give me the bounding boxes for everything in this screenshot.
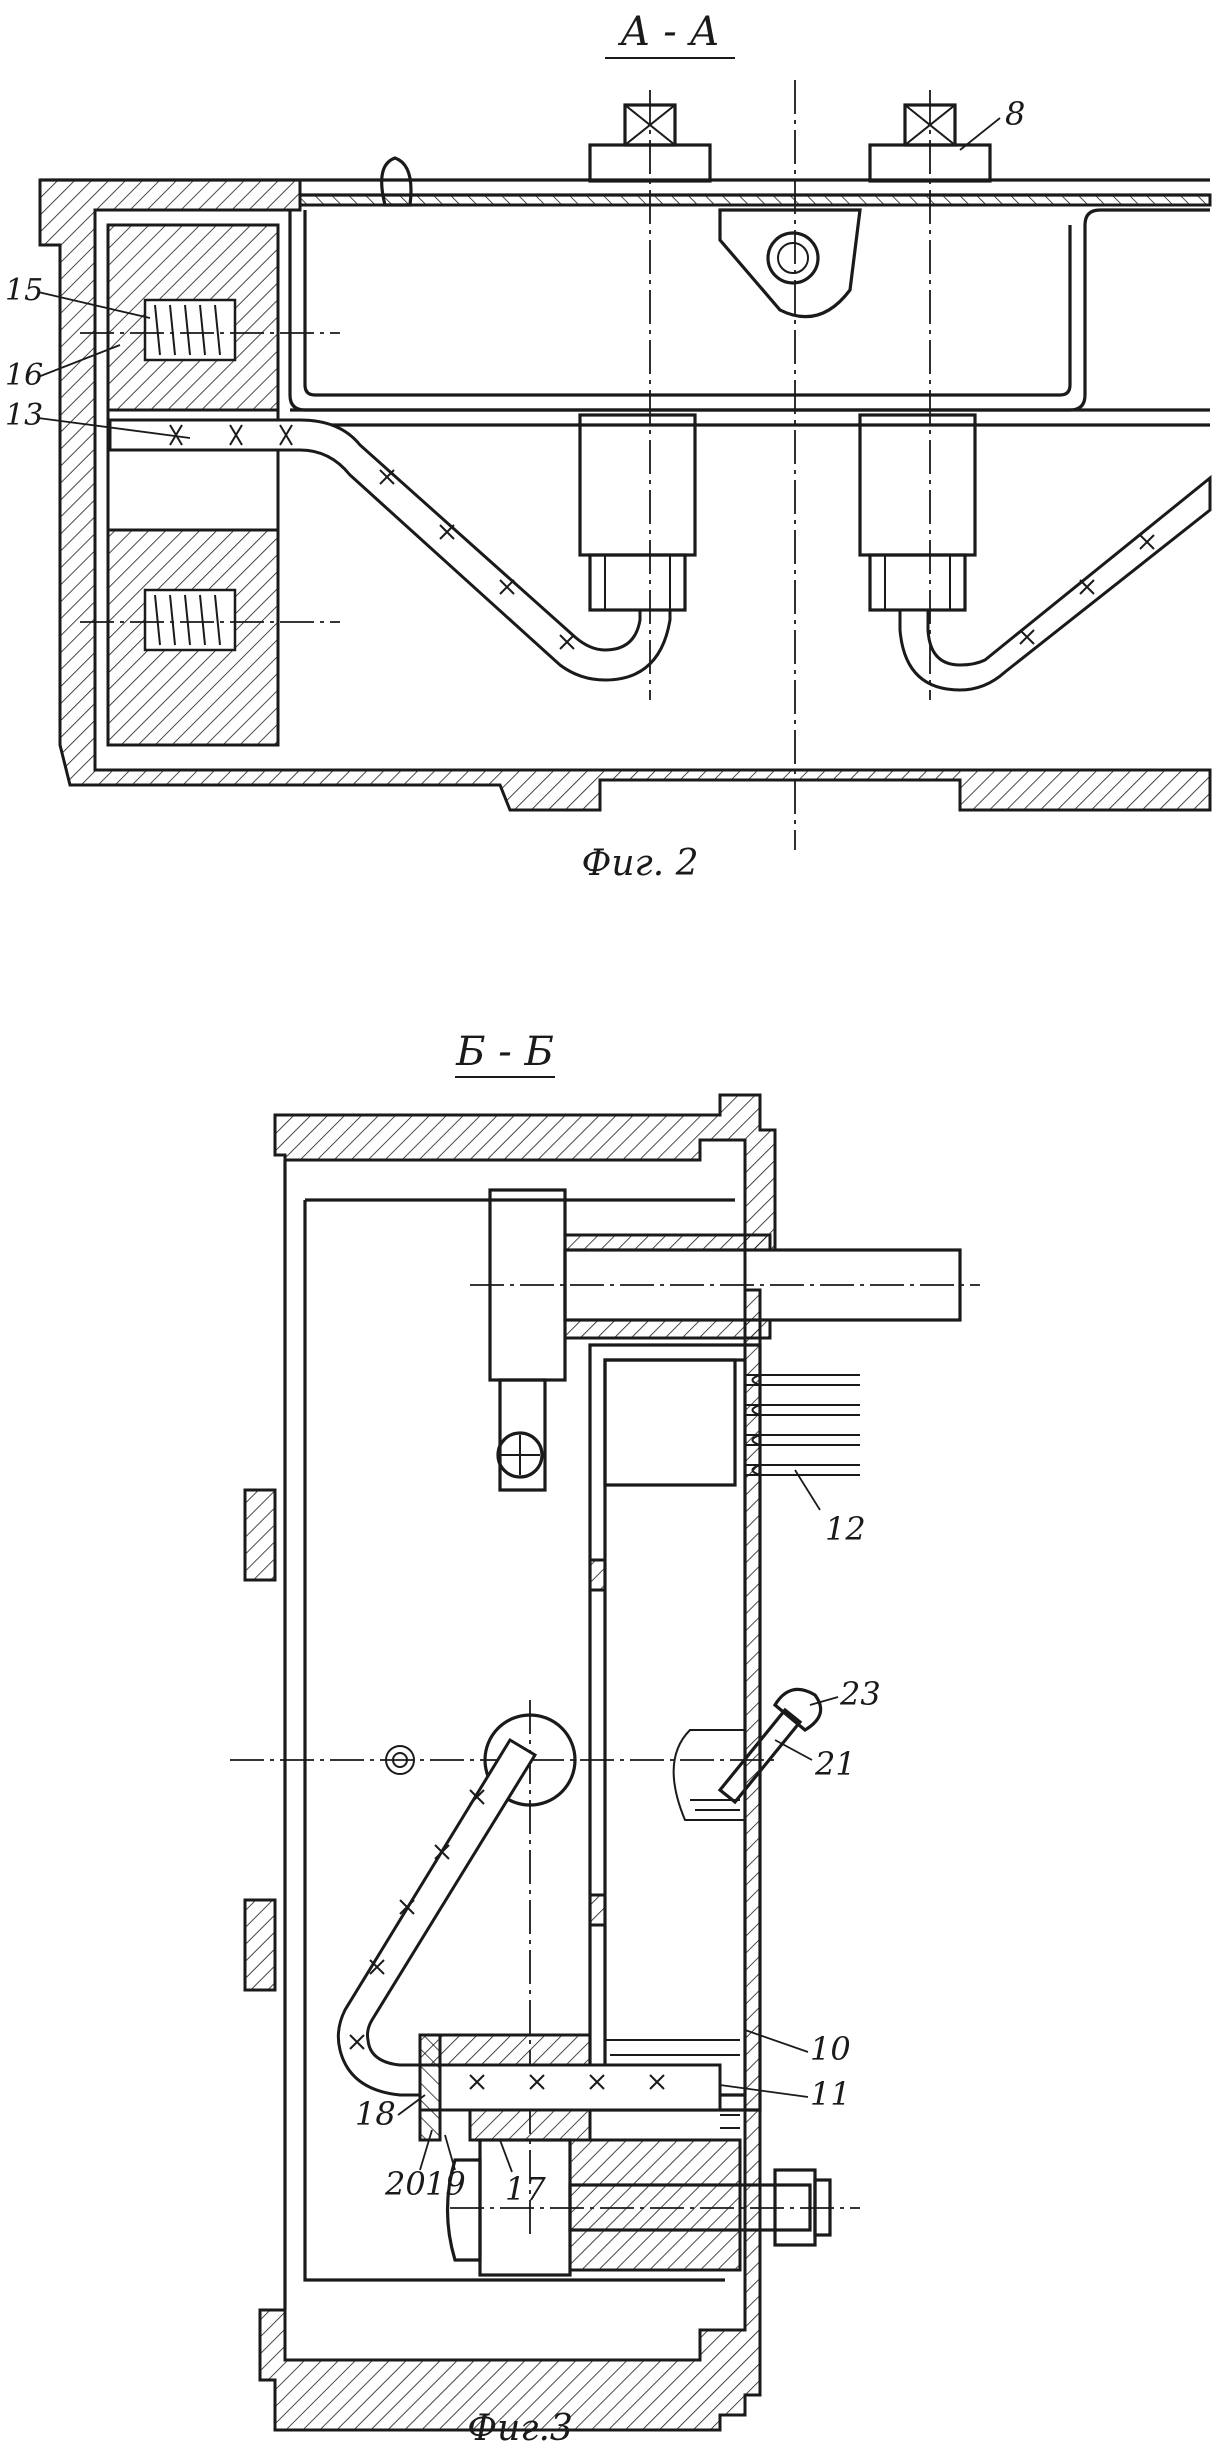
lower-clamp-cap — [445, 2158, 482, 2262]
tank-upper-chamber — [603, 1358, 737, 1487]
figure-3-caption: Фиг.3 — [467, 2408, 573, 2449]
section-label-b-b: Б - Б — [455, 1029, 554, 1075]
cooling-fins-12 — [745, 1374, 860, 1476]
callout-18: 18 — [355, 2095, 396, 2133]
left-boss-upper — [243, 1488, 277, 1582]
callout-20: 20 — [384, 2165, 426, 2203]
union-body-left — [578, 413, 697, 557]
callout-23: 23 — [839, 1675, 881, 1713]
bushing-17-lower — [468, 2108, 592, 2142]
callout-16: 16 — [5, 358, 43, 393]
screw-21 — [717, 1707, 803, 1805]
section-label-a-a: А - А — [617, 9, 720, 55]
shaft-sleeve-lower — [563, 1318, 772, 1340]
seal-18 — [418, 2033, 442, 2142]
callout-15: 15 — [5, 273, 43, 308]
bent-pipe-cross-marks — [349, 1789, 485, 2050]
bushing-17-upper — [418, 2033, 592, 2067]
screw-head-23 — [772, 1687, 823, 1732]
liquid-lines-10 — [605, 2039, 740, 2129]
callout-8: 8 — [1005, 95, 1025, 133]
figure-2: А - А — [5, 9, 1212, 884]
callout-10: 10 — [810, 2030, 851, 2068]
shaft-sleeve-upper — [563, 1233, 772, 1252]
lower-bracket — [568, 2138, 742, 2272]
inner-tray-inner-line — [303, 210, 1072, 397]
pivot-circle-inner — [777, 242, 809, 274]
pipe-13-cross-marks — [169, 424, 575, 650]
figure-3: Б - Б — [230, 1029, 980, 2449]
shaft-11 — [418, 2063, 722, 2112]
union-nut-left — [588, 553, 687, 612]
tank-gasket-lower — [588, 1893, 607, 1927]
tank-inner — [603, 1358, 747, 2097]
callout-21: 21 — [814, 1745, 856, 1783]
clamp-rod — [498, 1378, 547, 1492]
spring-lower — [80, 588, 340, 652]
knob — [380, 156, 413, 207]
inner-tray-outline — [288, 208, 1210, 412]
liquid-pocket — [672, 1729, 746, 1821]
callout-13: 13 — [5, 398, 43, 433]
callout-11: 11 — [810, 2075, 851, 2113]
frame-inner-line — [303, 1200, 725, 2282]
left-boss-lower — [243, 1898, 277, 1992]
pipe-right-cross-marks — [1019, 534, 1155, 645]
callout-17: 17 — [505, 2170, 546, 2208]
tank-outline — [588, 1343, 762, 2112]
pipe-right — [898, 474, 1212, 692]
pivot-bracket — [718, 208, 862, 319]
shaft-11-cross-marks — [469, 2074, 665, 2090]
figure-2-caption: Фиг. 2 — [581, 843, 698, 884]
callout-12: 12 — [825, 1510, 866, 1548]
clamp-bolt-circle — [496, 1431, 544, 1479]
pivot-circle-outer — [766, 231, 820, 285]
spring-upper — [80, 298, 340, 362]
callout-19: 19 — [425, 2165, 466, 2203]
housing-outer-wall — [38, 178, 1212, 812]
top-plate-hatch — [298, 193, 1212, 207]
tank-gasket-upper — [588, 1558, 607, 1592]
housing-wall-fig3 — [258, 1093, 777, 2432]
union-body-right — [858, 413, 977, 557]
